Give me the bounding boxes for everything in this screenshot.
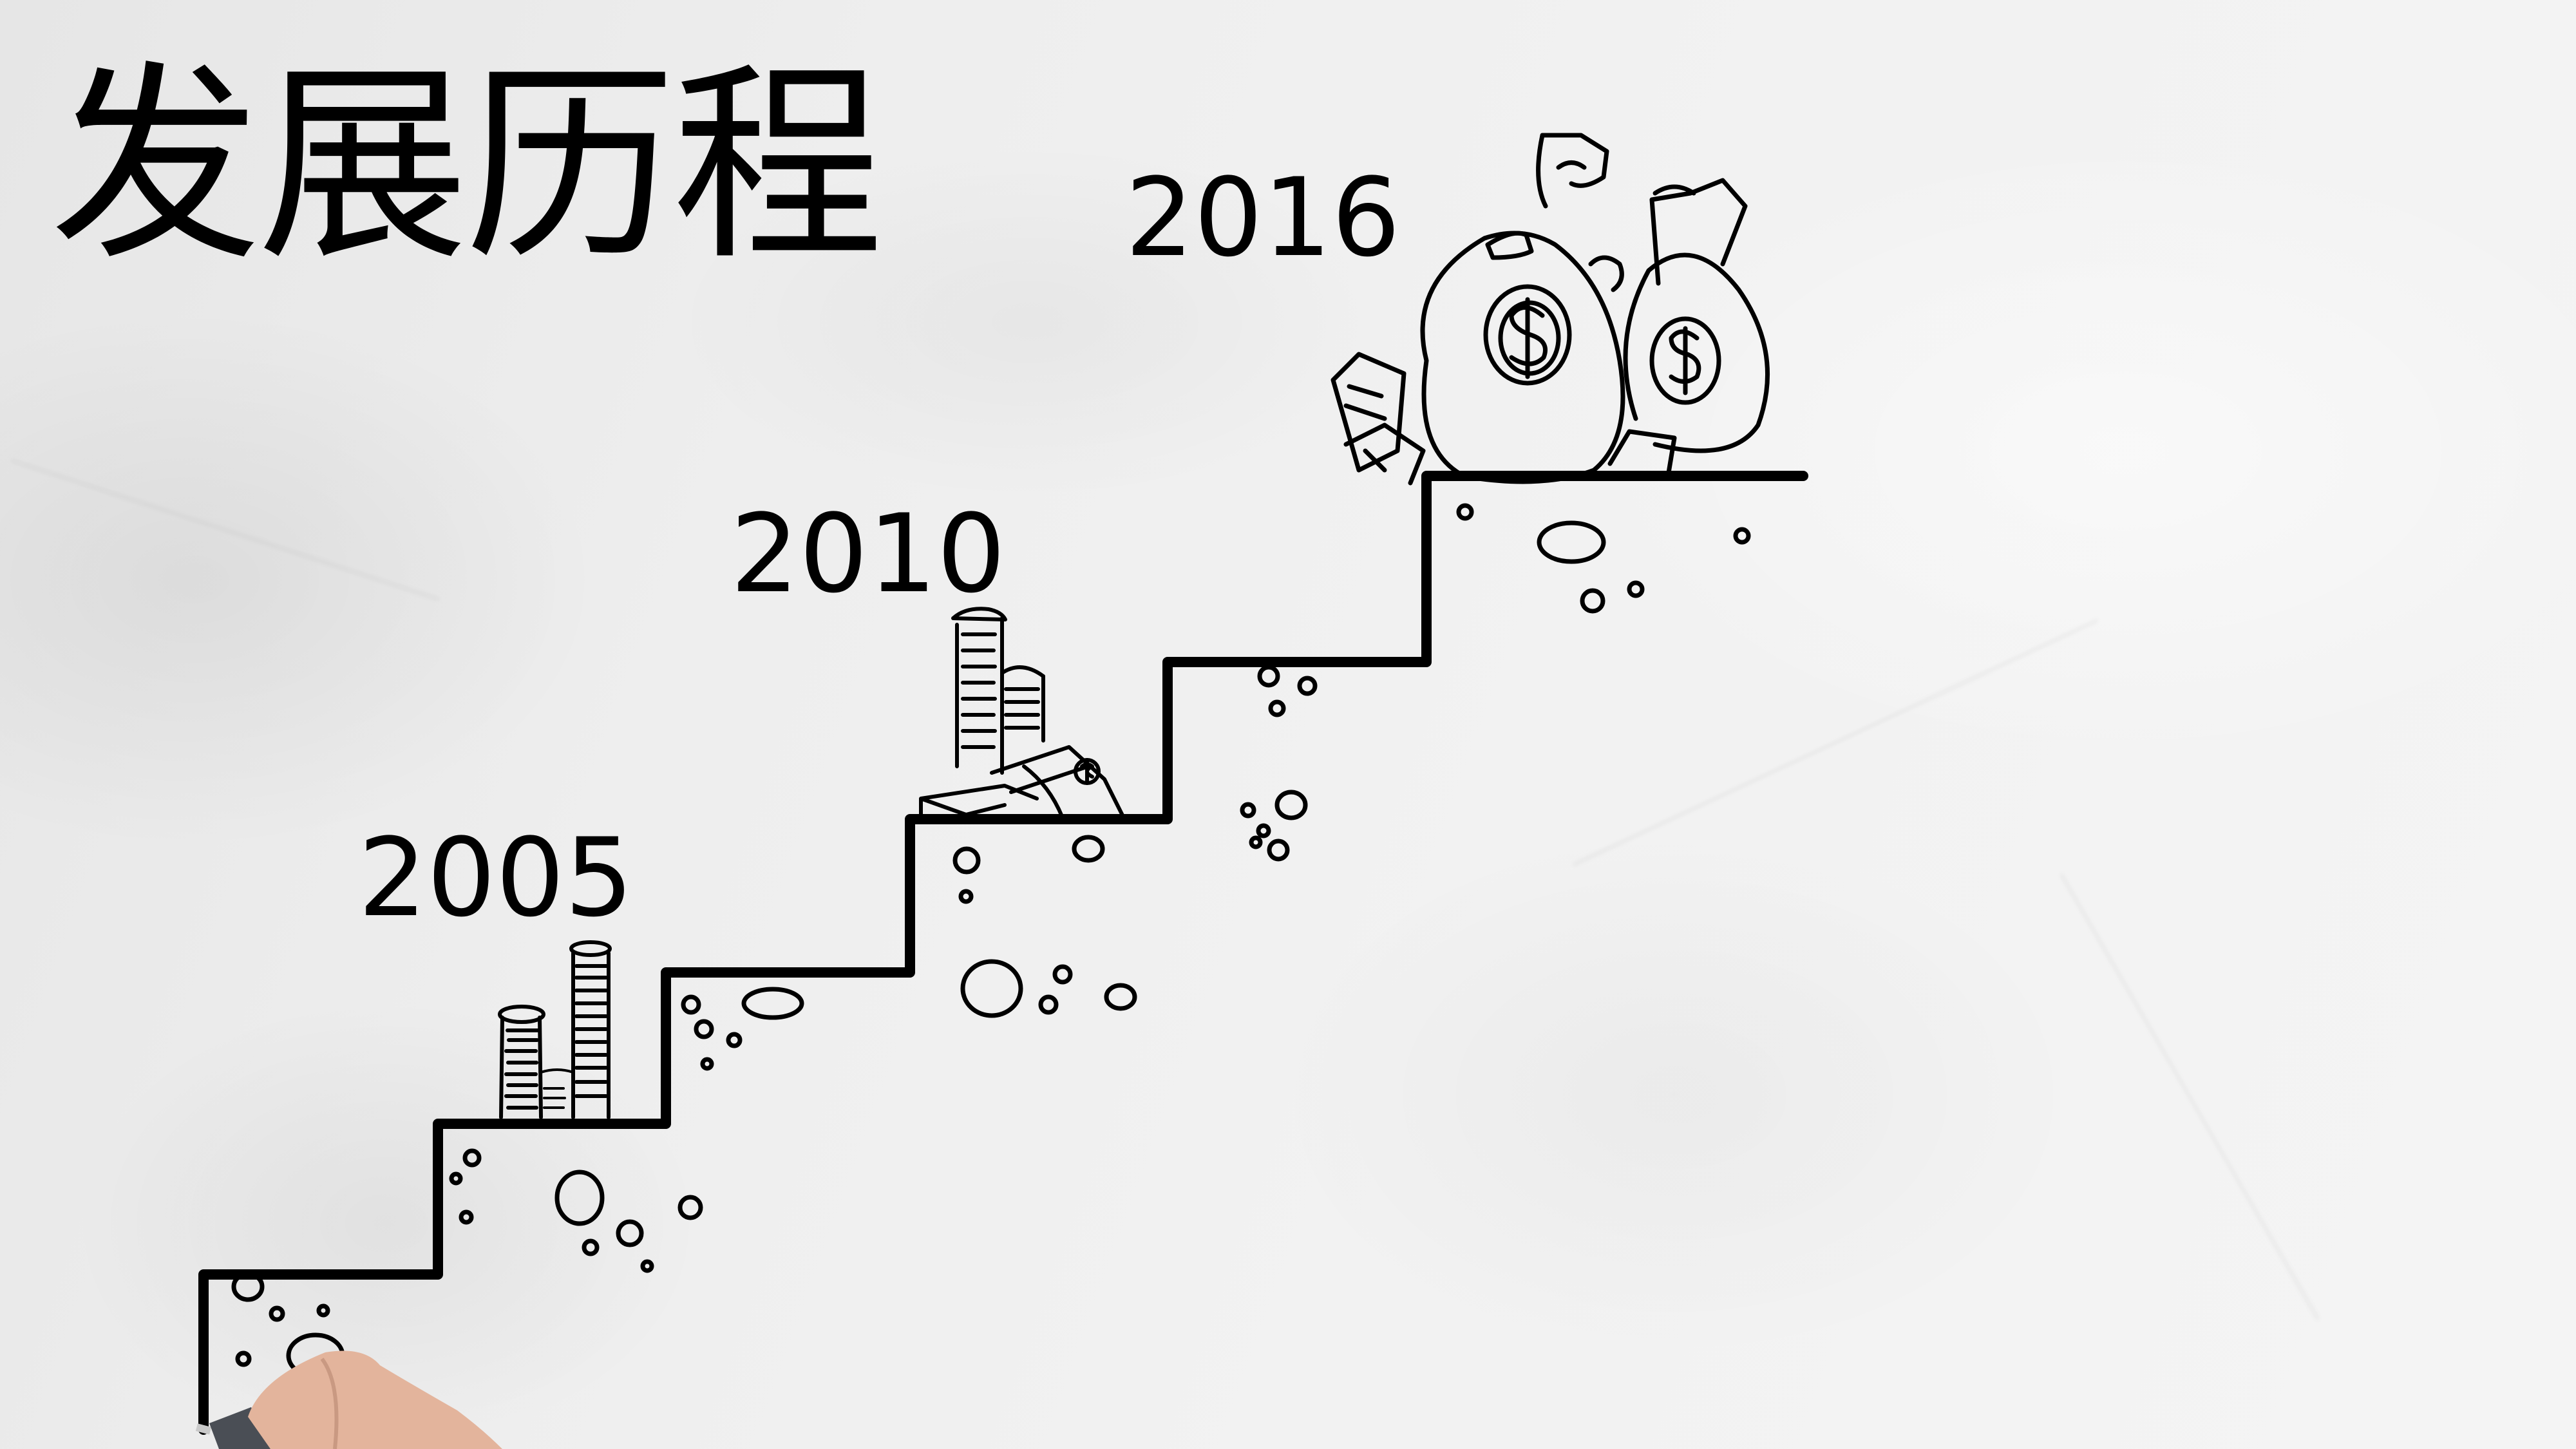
coins-and-cash-icon: [919, 607, 1126, 820]
coin-stacks-icon: [498, 940, 612, 1119]
money-bags-icon: [1331, 133, 1770, 486]
doodle-circles: [231, 503, 1751, 1379]
staircase: [198, 471, 1808, 1435]
milestone-year-2016: 2016: [1125, 155, 1401, 281]
milestone-year-2010: 2010: [730, 491, 1006, 617]
page-title: 发展历程: [50, 44, 884, 289]
milestone-year-2005: 2005: [358, 815, 634, 941]
hand-holding-pen: [195, 1350, 502, 1449]
